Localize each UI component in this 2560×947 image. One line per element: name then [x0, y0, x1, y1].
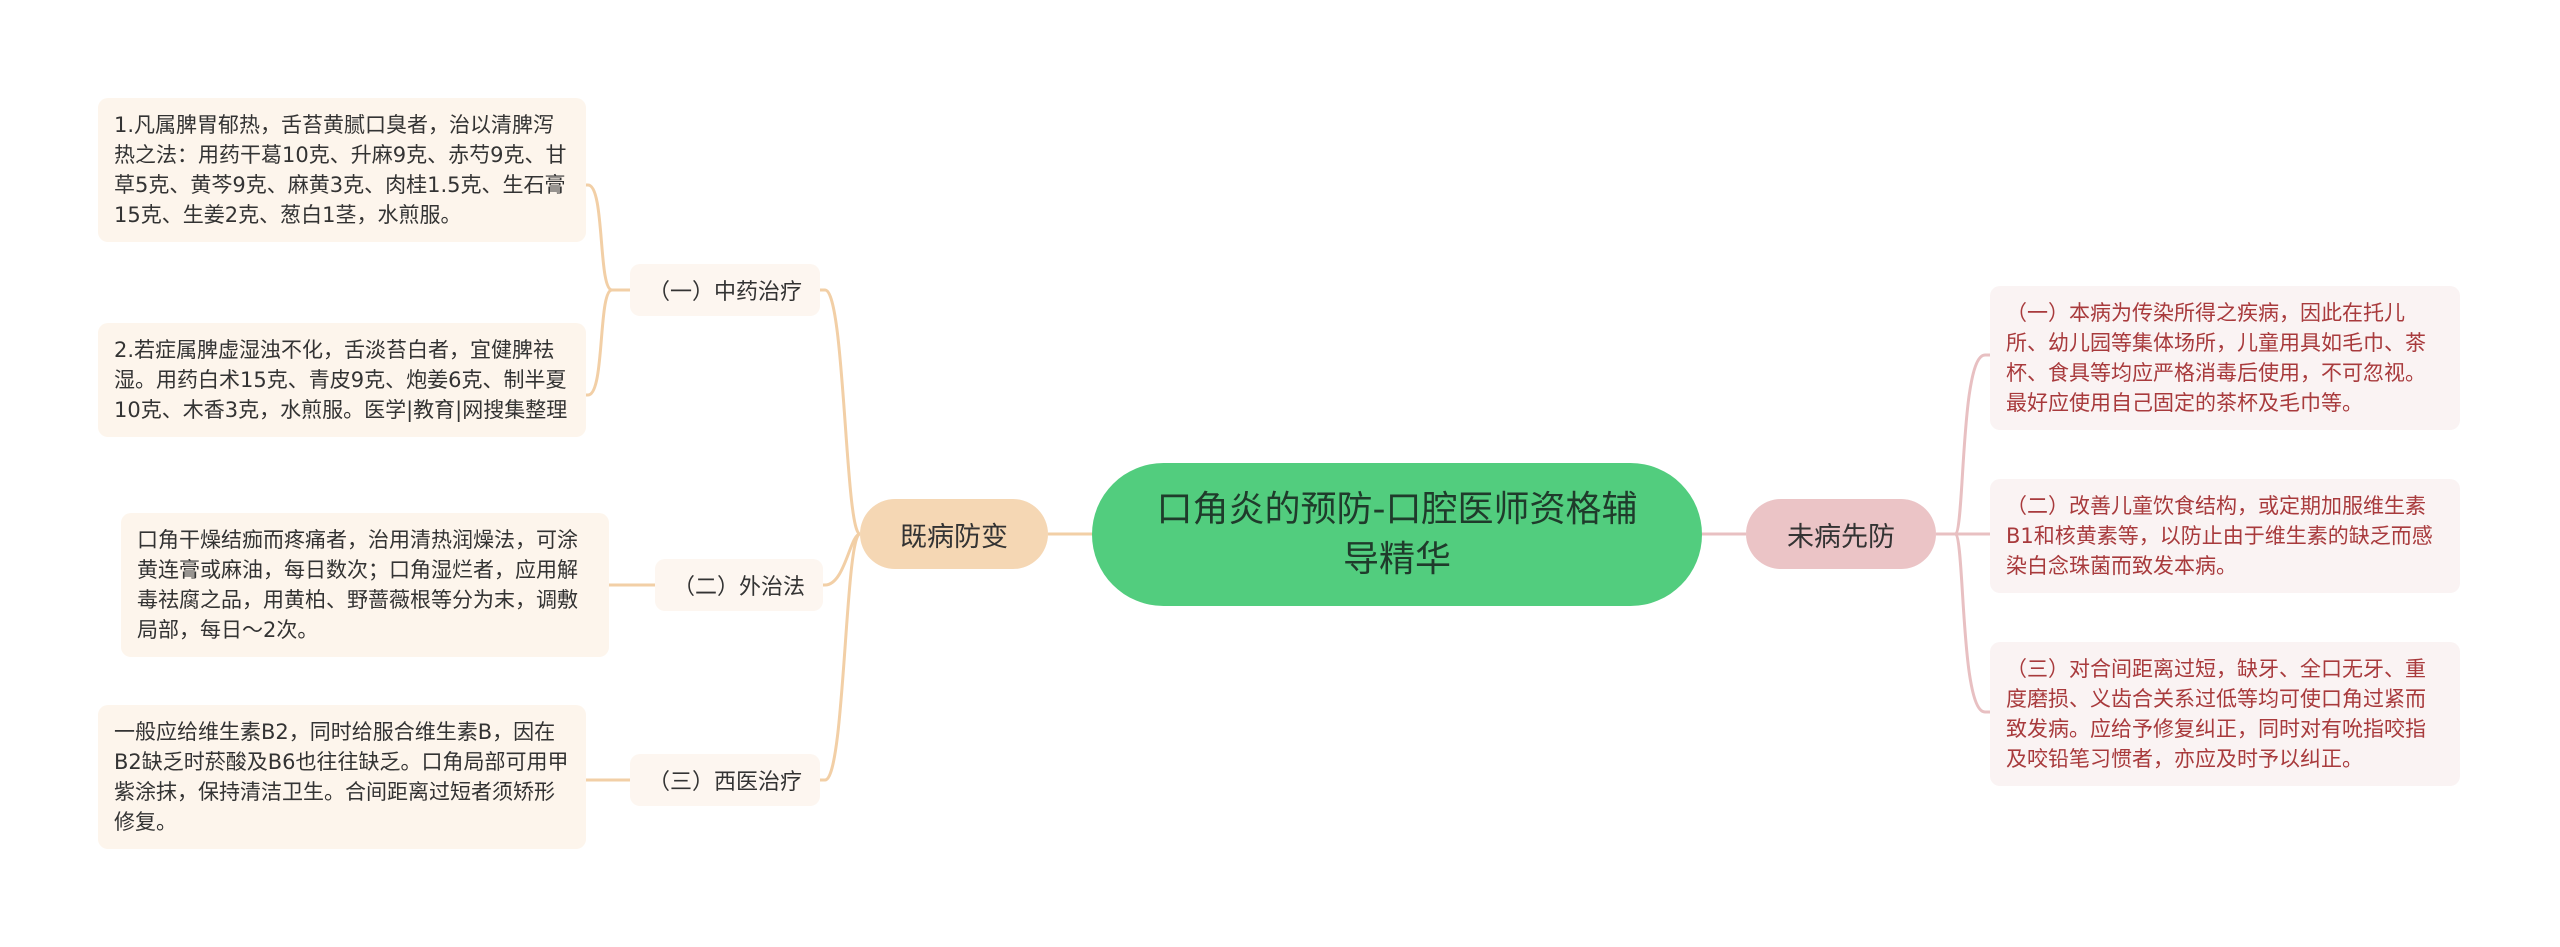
leaf-herbal-2-text: 2.若症属脾虚湿浊不化，舌淡苔白者，宜健脾祛湿。用药白术15克、青皮9克、炮姜6… — [114, 338, 568, 422]
branch-treatment-label: 既病防变 — [900, 521, 1008, 553]
branch-prevention-label: 未病先防 — [1787, 521, 1895, 553]
sub-branch-external-label: （二）外治法 — [673, 575, 806, 600]
root-title: 口角炎的预防-口腔医师资格辅导精华 — [1156, 488, 1638, 580]
sub-branch-herbal-label: （一）中药治疗 — [648, 280, 803, 305]
link-sub1-leaf2 — [586, 288, 630, 397]
sub-branch-external[interactable]: （二）外治法 — [655, 559, 824, 611]
leaf-herbal-2[interactable]: 2.若症属脾虚湿浊不化，舌淡苔白者，宜健脾祛湿。用药白术15克、青皮9克、炮姜6… — [98, 323, 586, 437]
branch-treatment[interactable]: 既病防变 — [860, 499, 1048, 569]
link-left-sub1 — [818, 288, 862, 536]
leaf-western-1-text: 一般应给维生素B2，同时给服合维生素B，因在B2缺乏时菸酸及B6也往往缺乏。口角… — [114, 720, 569, 834]
leaf-prevention-3[interactable]: （三）对合间距离过短，缺牙、全口无牙、重度磨损、义齿合关系过低等均可使口角过紧而… — [1990, 642, 2460, 786]
leaf-prevention-2[interactable]: （二）改善儿童饮食结构，或定期加服维生素B1和核黄素等，以防止由于维生素的缺乏而… — [1990, 479, 2460, 593]
leaf-prevention-1[interactable]: （一）本病为传染所得之疾病，因此在托儿所、幼儿园等集体场所，儿童用具如毛巾、茶杯… — [1990, 286, 2460, 430]
leaf-prevention-1-text: （一）本病为传染所得之疾病，因此在托儿所、幼儿园等集体场所，儿童用具如毛巾、茶杯… — [2006, 301, 2426, 415]
leaf-herbal-1[interactable]: 1.凡属脾胃郁热，舌苔黄腻口臭者，治以清脾泻热之法：用药干葛10克、升麻9克、赤… — [98, 98, 586, 242]
leaf-western-1[interactable]: 一般应给维生素B2，同时给服合维生素B，因在B2缺乏时菸酸及B6也往往缺乏。口角… — [98, 705, 586, 849]
leaf-herbal-1-text: 1.凡属脾胃郁热，舌苔黄腻口臭者，治以清脾泻热之法：用药干葛10克、升麻9克、赤… — [114, 113, 567, 227]
sub-branch-western[interactable]: （三）西医治疗 — [630, 754, 821, 806]
branch-prevention[interactable]: 未病先防 — [1746, 499, 1936, 569]
leaf-external-1-text: 口角干燥结痂而疼痛者，治用清热润燥法，可涂黄连膏或麻油，每日数次；口角湿烂者，应… — [137, 528, 578, 642]
leaf-prevention-2-text: （二）改善儿童饮食结构，或定期加服维生素B1和核黄素等，以防止由于维生素的缺乏而… — [2006, 494, 2433, 578]
link-left-sub2 — [818, 532, 861, 587]
link-right-leaf1 — [1936, 353, 1990, 536]
leaf-prevention-3-text: （三）对合间距离过短，缺牙、全口无牙、重度磨损、义齿合关系过低等均可使口角过紧而… — [2006, 657, 2426, 771]
link-sub1-leaf1 — [586, 183, 630, 292]
sub-branch-western-label: （三）西医治疗 — [648, 770, 803, 795]
sub-branch-herbal[interactable]: （一）中药治疗 — [630, 264, 821, 316]
leaf-external-1[interactable]: 口角干燥结痂而疼痛者，治用清热润燥法，可涂黄连膏或麻油，每日数次；口角湿烂者，应… — [121, 513, 609, 657]
root-topic[interactable]: 口角炎的预防-口腔医师资格辅导精华 — [1092, 463, 1702, 606]
link-left-sub3 — [818, 532, 862, 782]
link-right-leaf3 — [1936, 532, 1990, 714]
